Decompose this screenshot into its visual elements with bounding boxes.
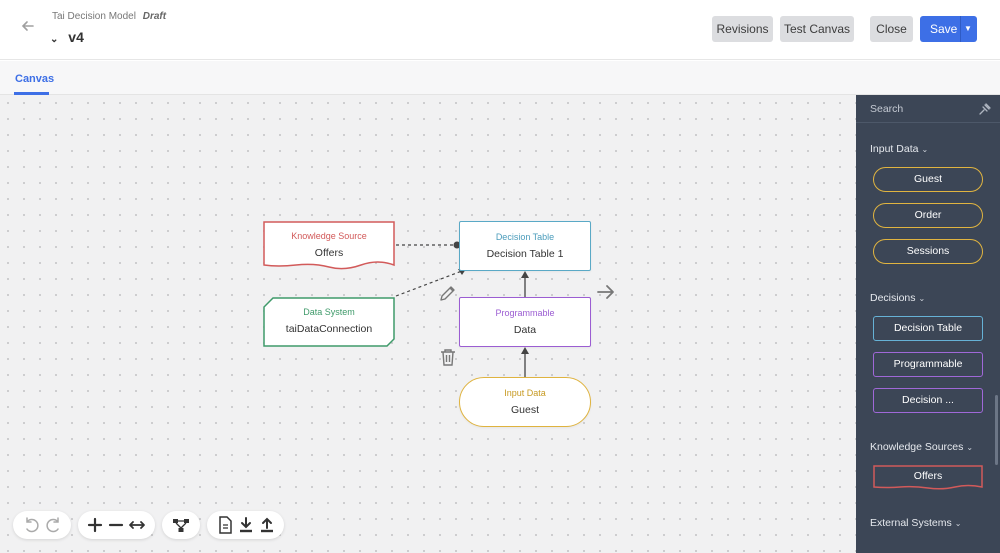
section-title-text: Input Data (870, 143, 919, 155)
palette-item-decision-table[interactable]: Decision Table (873, 316, 983, 341)
revisions-button[interactable]: Revisions (712, 16, 773, 42)
upload-icon[interactable] (257, 515, 277, 535)
version-label: v4 (68, 29, 84, 45)
chevron-down-icon: ⌄ (954, 519, 962, 528)
header: Tai Decision Model Draft ⌄ v4 Revisions … (0, 0, 1000, 60)
section-external-systems[interactable]: External Systems⌄ (870, 517, 961, 529)
node-name: taiDataConnection (285, 323, 373, 335)
save-dropdown-caret-icon[interactable]: ▼ (964, 24, 972, 33)
pin-icon[interactable] (978, 102, 992, 121)
palette-item-label: Offers (913, 470, 943, 482)
section-knowledge-sources[interactable]: Knowledge Sources⌄ (870, 441, 973, 453)
palette-item-programmable[interactable]: Programmable (873, 352, 983, 377)
edges-layer (395, 241, 529, 377)
document-icon[interactable] (215, 515, 235, 535)
section-title-text: Decisions (870, 292, 916, 304)
node-name: Offers (314, 247, 344, 259)
node-type-label: Knowledge Source (291, 231, 367, 241)
node-programmable[interactable]: Programmable Data (459, 297, 591, 347)
undo-icon[interactable] (21, 515, 41, 535)
zoom-toolbar (78, 511, 155, 539)
chevron-down-icon: ⌄ (921, 145, 929, 154)
auto-layout-icon[interactable] (171, 515, 191, 535)
chevron-down-icon: ⌄ (966, 443, 974, 452)
pencil-icon[interactable] (438, 283, 458, 308)
chevron-down-icon: ⌄ (918, 294, 926, 303)
zoom-out-icon[interactable] (106, 515, 126, 535)
download-icon[interactable] (236, 515, 256, 535)
canvas[interactable]: Knowledge Source Offers Data System taiD… (0, 95, 856, 553)
node-knowledge-source[interactable]: Knowledge Source Offers (263, 221, 395, 273)
tab-canvas[interactable]: Canvas (15, 73, 55, 85)
palette-item-decision[interactable]: Decision ... (873, 388, 983, 413)
redo-icon[interactable] (44, 515, 64, 535)
tab-bar: Canvas (0, 61, 1000, 95)
edge-arrowhead (521, 347, 529, 354)
node-type-label: Input Data (504, 388, 546, 398)
palette-item-offers[interactable]: Offers (873, 465, 983, 490)
model-title: Tai Decision Model Draft (52, 11, 166, 22)
file-toolbar (207, 511, 284, 539)
edge-arrowhead (521, 271, 529, 278)
node-name: Data (513, 324, 537, 336)
palette-item-sessions[interactable]: Sessions (873, 239, 983, 264)
layout-toolbar (162, 511, 200, 539)
save-divider (960, 16, 961, 42)
zoom-in-icon[interactable] (85, 515, 105, 535)
tab-active-indicator (14, 92, 49, 95)
version-selector[interactable]: ⌄ v4 (50, 29, 84, 45)
section-title-text: Knowledge Sources (870, 441, 964, 453)
section-input-data[interactable]: Input Data⌄ (870, 143, 928, 155)
back-arrow-icon[interactable] (20, 18, 40, 38)
section-title-text: External Systems (870, 517, 952, 529)
node-type-label: Data System (303, 307, 355, 317)
history-toolbar (13, 511, 71, 539)
close-button[interactable]: Close (870, 16, 913, 42)
palette-item-order[interactable]: Order (873, 203, 983, 228)
edge-dot-end (453, 241, 461, 249)
fit-width-icon[interactable] (127, 515, 147, 535)
node-type-label: Decision Table (495, 232, 555, 242)
trash-icon[interactable] (439, 347, 457, 372)
node-data-system[interactable]: Data System taiDataConnection (263, 297, 395, 347)
node-decision-table[interactable]: Decision Table Decision Table 1 (459, 221, 591, 271)
model-name-text: Tai Decision Model (52, 11, 136, 22)
save-label: Save (930, 22, 958, 36)
arrow-right-icon[interactable] (596, 283, 616, 306)
palette-search[interactable]: Search (856, 95, 1000, 123)
draft-status: Draft (142, 11, 167, 22)
palette-scrollbar[interactable] (995, 395, 998, 465)
save-button[interactable]: Save ▼ (920, 16, 977, 42)
section-decisions[interactable]: Decisions⌄ (870, 292, 925, 304)
test-canvas-button[interactable]: Test Canvas (780, 16, 854, 42)
chevron-down-icon: ⌄ (50, 34, 59, 45)
node-name: Guest (510, 404, 539, 416)
palette-sidebar: Search Input Data⌄ Guest Order Sessions … (856, 95, 1000, 553)
search-input[interactable]: Search (870, 103, 904, 115)
node-input-data[interactable]: Input Data Guest (459, 377, 591, 427)
node-name: Decision Table 1 (486, 248, 564, 260)
node-type-label: Programmable (495, 308, 555, 318)
palette-item-guest[interactable]: Guest (873, 167, 983, 192)
